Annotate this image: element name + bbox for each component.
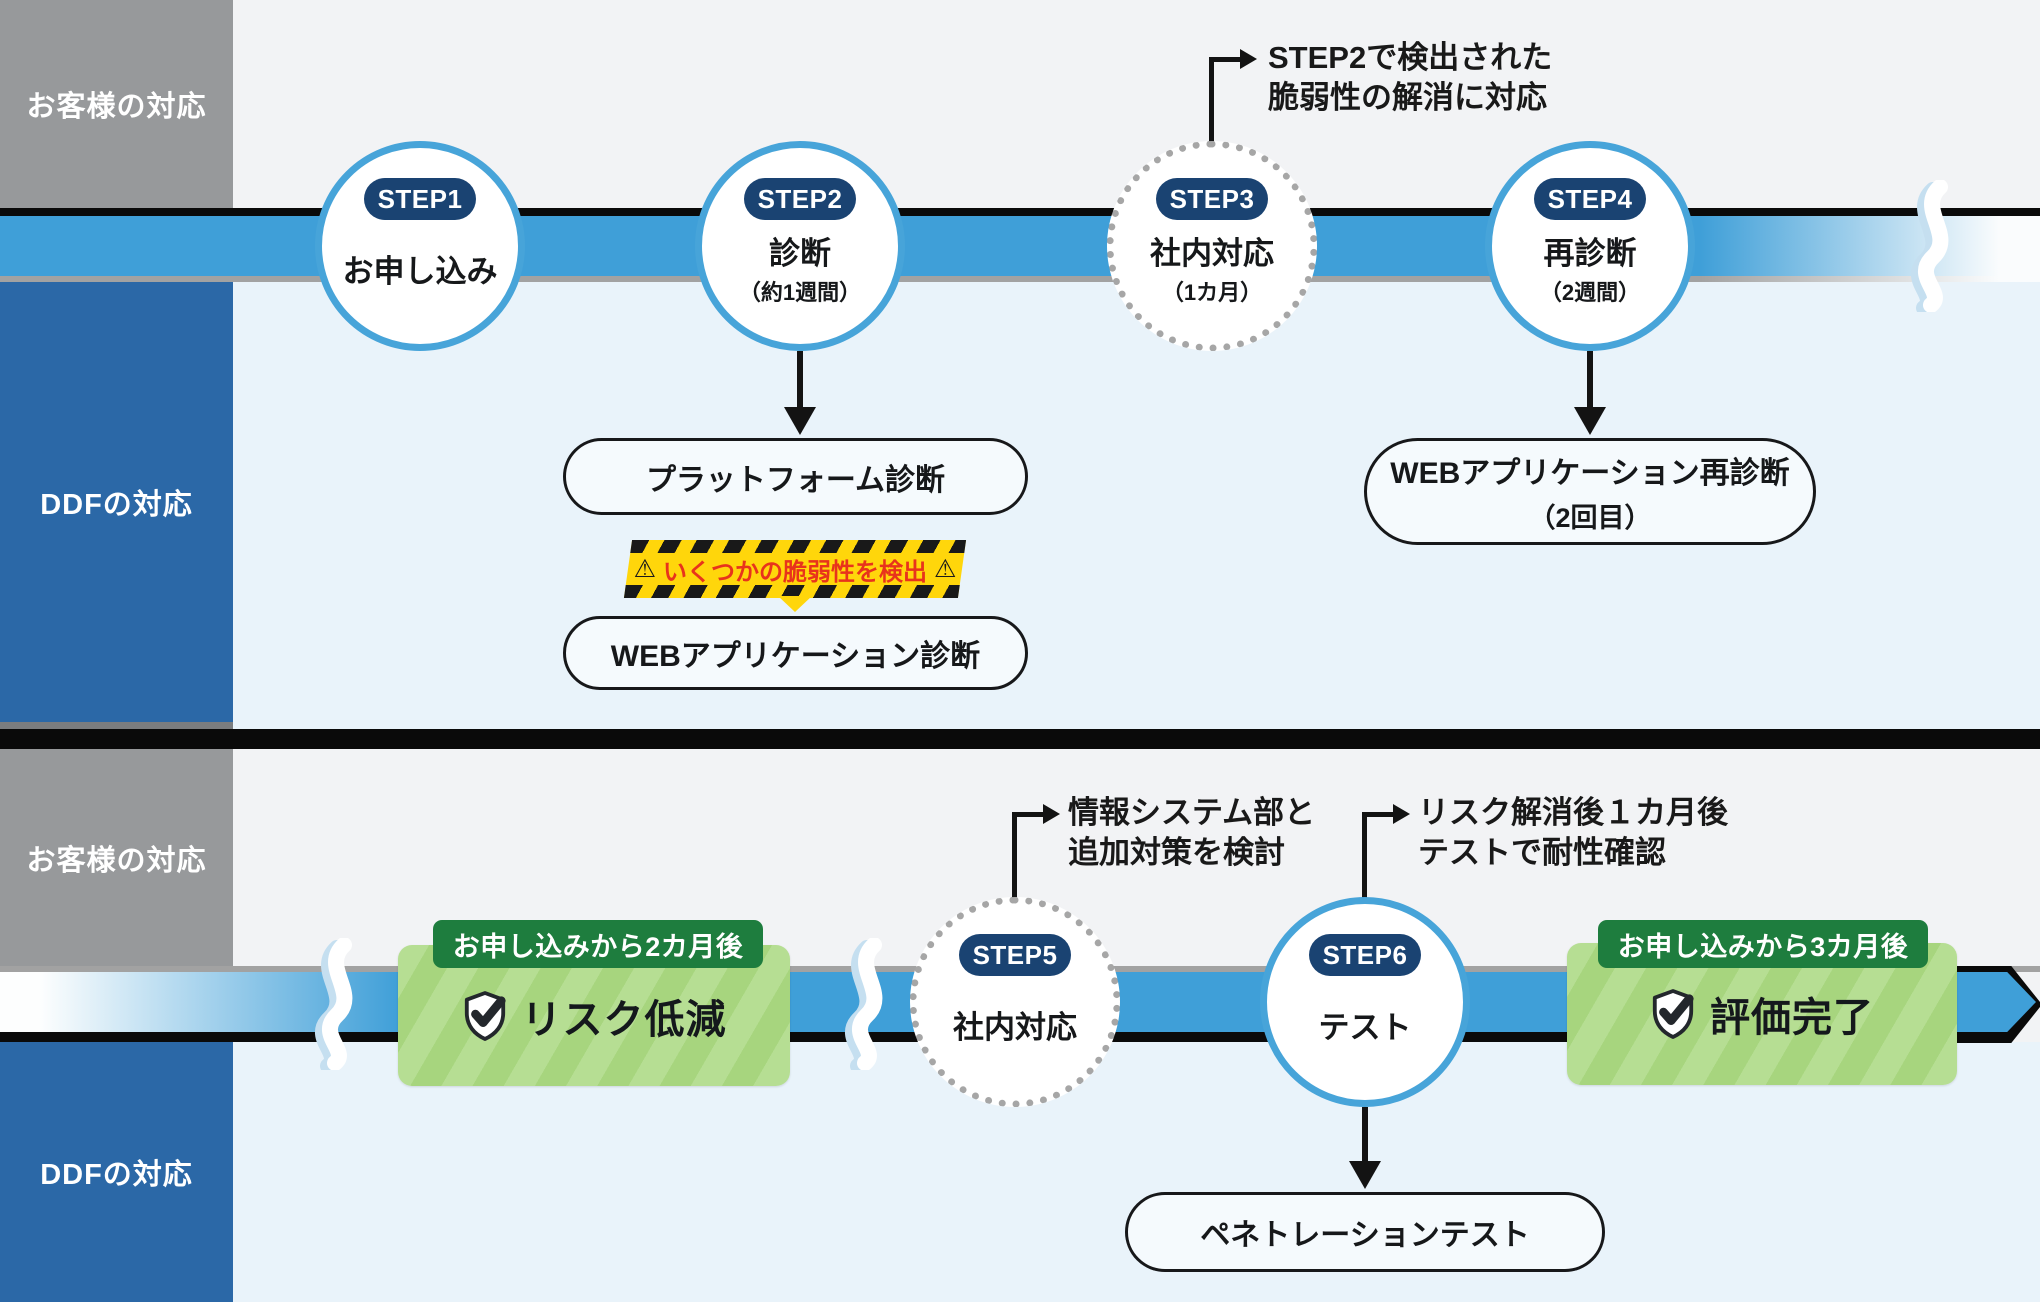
section-divider: [0, 729, 2040, 749]
step3-node: STEP3 社内対応 （1カ月）: [1107, 141, 1317, 351]
step6-note-arrowhead-icon: [1393, 804, 1410, 824]
step6-down-arrowhead-icon: [1349, 1161, 1381, 1189]
note-line2: 脆弱性の解消に対応: [1268, 80, 1547, 115]
step-number-badge: STEP1: [364, 178, 476, 220]
warning-triangle-icon: ⚠: [934, 554, 957, 583]
step6-node: STEP6 テスト: [1260, 897, 1470, 1107]
pill-sublabel: （2回目）: [1528, 503, 1652, 533]
step2-down-arrowhead-icon: [784, 407, 816, 435]
note-line2: テストで耐性確認: [1418, 835, 1666, 870]
step-title: お申し込み: [342, 254, 498, 289]
warning-banner-pointer: [778, 596, 812, 612]
pill-label: プラットフォーム診断: [645, 463, 946, 497]
pill-label: WEBアプリケーション再診断: [1390, 457, 1790, 490]
step-title: 診断: [769, 236, 831, 271]
lane-header-customer-bottom: お客様の対応: [0, 749, 233, 966]
step6-note: リスク解消後１カ月後 テストで耐性確認: [1418, 793, 1728, 873]
top-timeline-black-edge: [0, 208, 2040, 216]
step2-down-arrow: [797, 351, 803, 409]
step6-down-arrow: [1362, 1107, 1368, 1163]
step3-note: STEP2で検出された 脆弱性の解消に対応: [1268, 38, 1552, 118]
lane-header-ddf-top: DDFの対応: [0, 282, 233, 729]
step5-note-arrow: [1012, 812, 1043, 817]
shield-check-icon: [464, 990, 506, 1041]
step5-note-arrow: [1012, 812, 1017, 899]
step-number-badge: STEP5: [959, 934, 1071, 976]
vulnerability-warning-banner: ⚠ いくつかの脆弱性を検出 ⚠: [623, 540, 967, 598]
top-customer-lane-background: [0, 0, 2040, 216]
risk-reduced-milestone: リスク低減: [398, 945, 790, 1086]
pill-label: WEBアプリケーション診断: [610, 640, 981, 673]
lane-label: お客様の対応: [26, 91, 207, 123]
warning-text: いくつかの脆弱性を検出: [663, 558, 927, 586]
pill-label: ペネトレーションテスト: [1200, 1219, 1530, 1252]
lane-label: DDFの対応: [40, 1159, 193, 1191]
top-timeline-fade: [1700, 216, 2040, 282]
step-title: 再診断: [1543, 236, 1637, 271]
lane-label: DDFの対応: [40, 489, 193, 521]
step-duration: （1カ月）: [1161, 280, 1263, 305]
step-number-badge: STEP3: [1156, 178, 1268, 220]
step5-note: 情報システム部と 追加対策を検討: [1068, 793, 1315, 873]
step-title: 社内対応: [1150, 236, 1274, 271]
lane-label: お客様の対応: [26, 844, 207, 877]
step-duration: （約1週間）: [738, 280, 862, 305]
webapp-scan-pill: WEBアプリケーション診断: [563, 616, 1028, 690]
webapp-rescan-pill: WEBアプリケーション再診断 （2回目）: [1364, 438, 1816, 545]
warning-triangle-icon: ⚠: [633, 554, 656, 583]
step-number-badge: STEP6: [1309, 934, 1421, 976]
timeline-break-icon: [845, 938, 883, 1070]
milestone-label: 評価完了: [1710, 996, 1874, 1040]
note-line2: 追加対策を検討: [1068, 835, 1285, 870]
step3-note-arrow: [1209, 57, 1240, 62]
evaluation-milestone-badge: お申し込みから3カ月後: [1598, 920, 1928, 968]
platform-scan-pill: プラットフォーム診断: [563, 438, 1028, 515]
step-title: テスト: [1318, 1010, 1412, 1045]
risk-milestone-badge: お申し込みから2カ月後: [433, 920, 763, 968]
step4-down-arrowhead-icon: [1574, 407, 1606, 435]
timeline-break-icon: [1911, 180, 1949, 312]
step2-node: STEP2 診断 （約1週間）: [695, 141, 905, 351]
step5-note-arrowhead-icon: [1043, 804, 1060, 824]
step3-note-arrowhead-icon: [1240, 49, 1257, 69]
lane-header-customer-top: お客様の対応: [0, 0, 233, 208]
step4-node: STEP4 再診断 （2週間）: [1485, 141, 1695, 351]
step-title: 社内対応: [953, 1010, 1077, 1045]
step1-node: STEP1 お申し込み: [315, 141, 525, 351]
top-timeline-gray-edge: [0, 276, 2040, 282]
step-duration: （2週間）: [1539, 280, 1641, 305]
step4-down-arrow: [1587, 351, 1593, 409]
step5-node: STEP5 社内対応: [910, 897, 1120, 1107]
note-line1: リスク解消後１カ月後: [1418, 795, 1728, 830]
pentest-pill: ペネトレーションテスト: [1125, 1192, 1605, 1272]
note-line1: STEP2で検出された: [1268, 40, 1553, 75]
milestone-label: リスク低減: [521, 997, 727, 1042]
step3-note-arrow: [1209, 57, 1214, 143]
step6-note-arrow: [1362, 812, 1367, 899]
step-number-badge: STEP4: [1534, 178, 1646, 220]
step-number-badge: STEP2: [744, 178, 856, 220]
step6-note-arrow: [1362, 812, 1393, 817]
timeline-break-icon: [315, 938, 353, 1070]
note-line1: 情報システム部と: [1068, 795, 1316, 830]
shield-check-icon: [1652, 989, 1694, 1039]
lane-header-ddf-bottom: DDFの対応: [0, 1042, 233, 1302]
